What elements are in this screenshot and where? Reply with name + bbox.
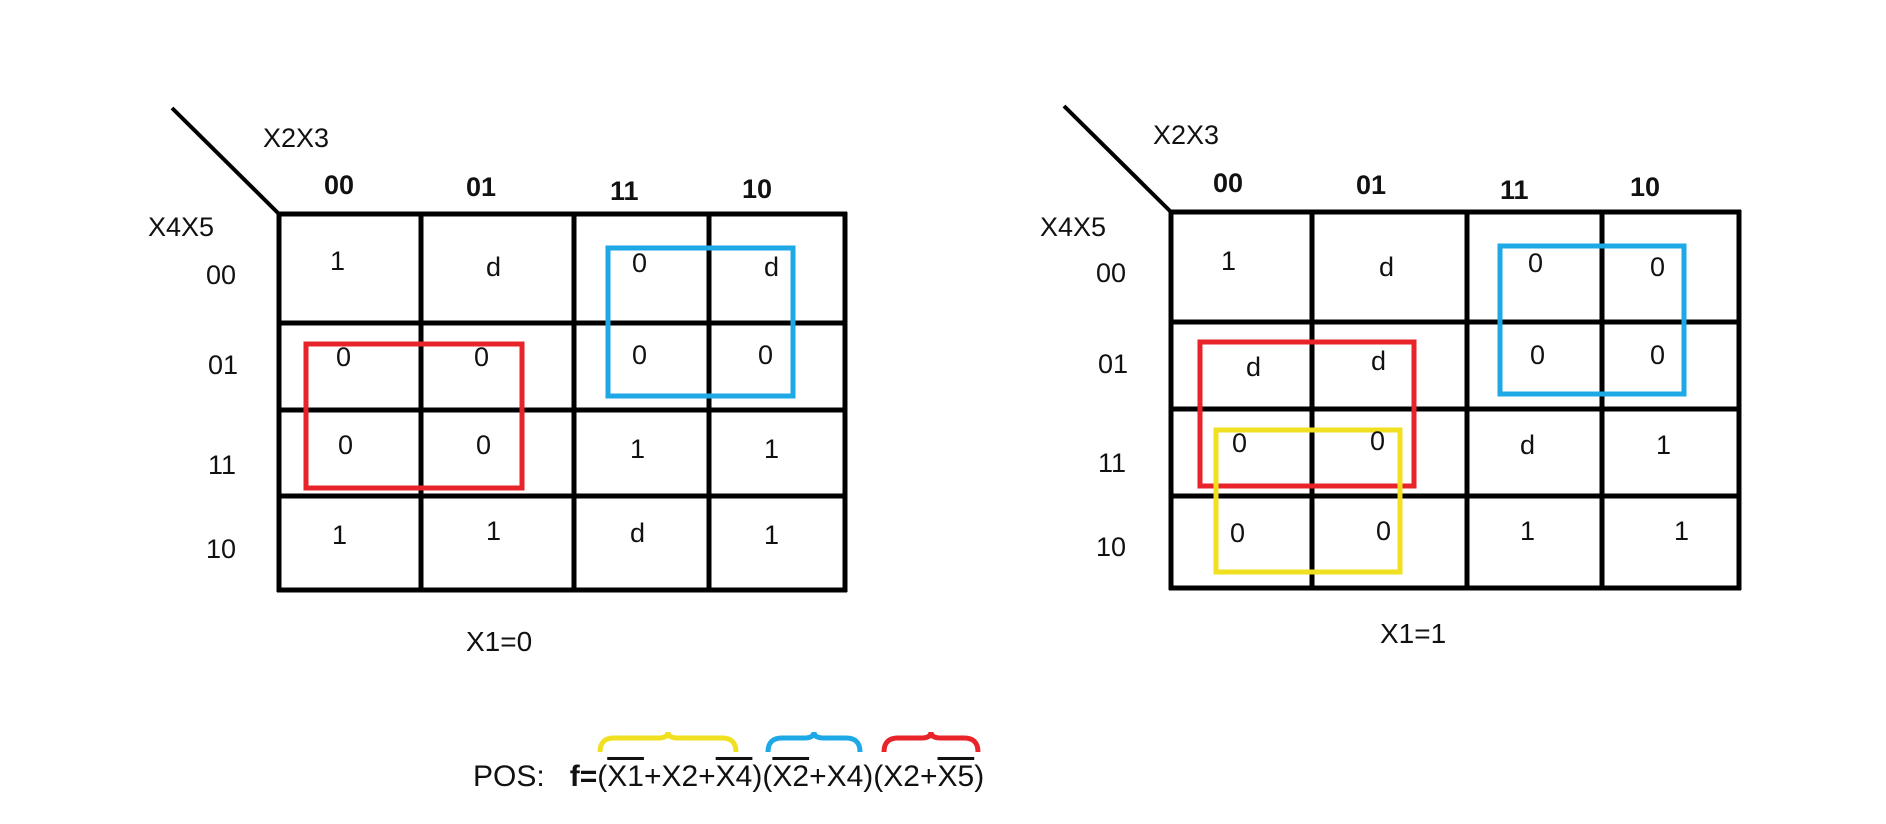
group-rectangle — [605, 245, 796, 399]
col-variable-label: X2X3 — [263, 123, 330, 153]
kmap-cell: 1 — [332, 520, 348, 550]
term-brace — [597, 731, 739, 753]
row-header: 11 — [1098, 448, 1127, 478]
diagonal-separator — [170, 106, 281, 216]
kmap-cell: 0 — [338, 430, 354, 460]
term-3-complement-var: X5 — [937, 760, 975, 793]
group-rectangle — [1497, 243, 1687, 397]
col-header: 10 — [1630, 172, 1661, 202]
col-header: 01 — [1356, 170, 1387, 200]
row-variable-label: X4X5 — [148, 212, 215, 242]
row-header: 10 — [206, 534, 237, 564]
row-header: 00 — [206, 260, 237, 290]
row-header: 00 — [1096, 258, 1127, 288]
left-kmap-lines — [170, 106, 848, 593]
kmap-cell: d — [1379, 252, 1395, 282]
kmap-cell: d — [486, 252, 502, 282]
col-header: 11 — [610, 176, 639, 206]
formula-f-label: f= — [569, 760, 598, 793]
row-header: 01 — [208, 350, 239, 380]
group-rectangle — [1213, 427, 1403, 575]
row-header: 11 — [208, 450, 237, 480]
map-caption: X1=0 — [466, 626, 533, 657]
col-variable-label: X2X3 — [1153, 120, 1220, 150]
term-1-close: ) — [752, 760, 763, 793]
kmap-cell: 0 — [1376, 516, 1392, 546]
kmap-cell: 0 — [1232, 428, 1248, 458]
term-1-middle: +X2+ — [643, 760, 716, 793]
map-caption: X1=1 — [1380, 618, 1447, 649]
group-rectangle — [303, 341, 525, 491]
kmap-cell: 0 — [758, 340, 774, 370]
col-header: 00 — [324, 170, 355, 200]
term-3-close: ) — [974, 760, 985, 793]
kmap-cell: 0 — [1650, 340, 1666, 370]
row-header: 10 — [1096, 532, 1127, 562]
col-header: 00 — [1213, 168, 1244, 198]
term-1-complement-var: X1 — [607, 760, 644, 793]
term-brace — [881, 731, 981, 753]
formula-prefix: POS: — [473, 760, 545, 793]
term-brace — [765, 731, 863, 753]
kmap-cell: d — [764, 252, 780, 282]
kmap-cell: 0 — [474, 342, 490, 372]
term-2-rest: +X4) — [809, 760, 874, 793]
kmap-cell: 1 — [1656, 430, 1672, 460]
term-2-complement-var: X2 — [772, 760, 810, 793]
term-1-complement-var: X4 — [715, 760, 753, 793]
row-variable-label: X4X5 — [1040, 212, 1107, 242]
term-2-open: ( — [762, 760, 773, 793]
diagonal-separator — [1062, 104, 1173, 214]
kmap-cell: 0 — [1528, 248, 1544, 278]
kmap-cell: 1 — [486, 516, 502, 546]
pos-formula: POS: f=(X1+X2+X4)(X2+X4)(X2+X5) — [473, 760, 984, 794]
kmap-cell: 0 — [1650, 252, 1666, 282]
right-kmap-lines — [1062, 104, 1742, 591]
kmap-cell: 1 — [764, 520, 780, 550]
kmap-cell: 1 — [630, 434, 646, 464]
group-rectangle — [1197, 339, 1417, 489]
kmap-cell: 1 — [764, 434, 780, 464]
kmap-cell: 1 — [1520, 516, 1536, 546]
kmap-cell: d — [1371, 346, 1387, 376]
kmap-cell: d — [630, 518, 646, 548]
kmap-cell: 0 — [1370, 426, 1386, 456]
kmap-cell: 0 — [632, 248, 648, 278]
kmap-cell: 0 — [336, 342, 352, 372]
term-1-open: ( — [597, 760, 608, 793]
term-3-open: (X2+ — [873, 760, 938, 793]
kmap-cell: 0 — [1230, 518, 1246, 548]
kmap-cell: 1 — [1221, 246, 1237, 276]
col-header: 10 — [742, 174, 773, 204]
row-header: 01 — [1098, 349, 1129, 379]
kmap-cell: 1 — [330, 246, 346, 276]
kmap-cell: 1 — [1674, 516, 1690, 546]
kmap-cell: d — [1520, 430, 1536, 460]
col-header: 11 — [1500, 175, 1529, 205]
kmap-cell: 0 — [1530, 340, 1546, 370]
kmap-cell: 0 — [476, 430, 492, 460]
col-header: 01 — [466, 172, 497, 202]
kmap-cell: d — [1246, 352, 1262, 382]
formula-braces — [597, 731, 981, 753]
kmap-cell: 0 — [632, 340, 648, 370]
